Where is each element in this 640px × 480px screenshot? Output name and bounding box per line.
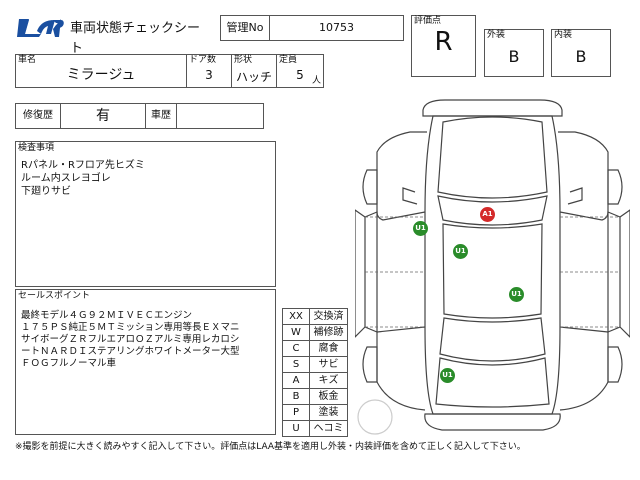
page-title: 車両状態チェックシート [70, 21, 201, 56]
vehicle-history-value [176, 103, 264, 129]
damage-marker-u1[interactable]: U1 [413, 221, 428, 236]
exterior-rating-label: 外装 [487, 30, 506, 40]
legend-code: A [283, 373, 309, 389]
legend-meaning: サビ [310, 357, 347, 373]
capacity-label: 定員 [279, 55, 298, 65]
legend-meaning: 補修跡 [310, 325, 347, 341]
vehicle-name-box: 車名 ミラージュ [15, 54, 187, 88]
management-number-text: 10753 [319, 21, 354, 34]
damage-marker-label: U1 [455, 247, 466, 255]
damage-marker-u1[interactable]: U1 [440, 368, 455, 383]
repair-history-value-text: 有 [96, 108, 110, 124]
doors-box: ドア数 3 [186, 54, 232, 88]
legend-meaning: ヘコミ [313, 423, 344, 434]
vehicle-history-label-text: 車歴 [151, 110, 171, 121]
car-diagram [355, 99, 630, 435]
inspection-box: 検査事項 Rパネル・Rフロア先ヒズミ ルーム内スレヨゴレ 下廻りサビ [15, 141, 276, 287]
capacity-unit: 人 [311, 76, 321, 86]
legend-meaning: キズ [310, 373, 347, 389]
shape-label: 形状 [234, 55, 253, 65]
capacity-value: 5 [296, 68, 304, 82]
legend-meaning: 塗装 [310, 405, 347, 421]
vehicle-name-label: 車名 [18, 55, 37, 65]
damage-marker-label: U1 [442, 371, 453, 379]
legend-code: B [283, 389, 309, 405]
interior-rating-value: B [575, 47, 587, 66]
management-label: 管理No [220, 15, 270, 41]
exterior-rating-value: B [508, 47, 520, 66]
damage-marker-label: U1 [415, 224, 426, 232]
damage-marker-a1[interactable]: A1 [480, 207, 495, 222]
repair-history-label: 修復歴 [15, 103, 61, 129]
inspection-text: Rパネル・Rフロア先ヒズミ ルーム内スレヨゴレ 下廻りサビ [21, 160, 145, 197]
capacity-box: 定員 5 人 [276, 54, 324, 88]
shape-box: 形状 ハッチ [231, 54, 277, 88]
spare-tire-icon [357, 399, 393, 435]
damage-marker-label: A1 [482, 210, 493, 218]
damage-marker-u1[interactable]: U1 [453, 244, 468, 259]
damage-marker-label: U1 [511, 290, 522, 298]
damage-legend-table: XX W C S A B P U 交換済 補修跡 腐食 サビ キズ 板金 塗装 … [282, 308, 348, 437]
legend-code: S [283, 357, 309, 373]
selling-points-box: セールスポイント 最終モデル４Ｇ９２ＭＩＶＥＣエンジン １７５ＰＳ純正５ＭＴミッ… [15, 289, 276, 435]
repair-history-value: 有 [60, 103, 146, 129]
vehicle-name-value: ミラージュ [66, 67, 136, 83]
overall-rating-label: 評価点 [414, 16, 442, 26]
legend-meaning: 板金 [310, 389, 347, 405]
legend-code: U [292, 423, 300, 434]
footer-note: ※撮影を前提に大きく読みやすく記入して下さい。評価点はLAA基準を適用し外装・内… [15, 442, 526, 452]
doors-label: ドア数 [189, 55, 217, 65]
legend-meaning: 交換済 [310, 309, 347, 325]
interior-rating-label: 内装 [554, 30, 573, 40]
management-number: 10753 [269, 15, 404, 41]
legend-meanings: 交換済 補修跡 腐食 サビ キズ 板金 塗装 ヘコミ [310, 309, 347, 436]
legend-meaning: 腐食 [310, 341, 347, 357]
doors-value: 3 [205, 68, 213, 82]
overall-rating-box: 評価点 R [411, 15, 476, 77]
overall-rating-value: R [434, 27, 453, 57]
vehicle-history-label: 車歴 [145, 103, 177, 129]
legend-divider [309, 309, 310, 436]
repair-history-label-text: 修復歴 [23, 110, 53, 121]
legend-code: W [283, 325, 309, 341]
exterior-rating-box: 外装 B [484, 29, 544, 77]
interior-rating-box: 内装 B [551, 29, 611, 77]
logo-mark [15, 17, 65, 40]
shape-value: ハッチ [235, 70, 272, 84]
management-label-text: 管理No [226, 21, 264, 34]
selling-points-text: 最終モデル４Ｇ９２ＭＩＶＥＣエンジン １７５ＰＳ純正５ＭＴミッション専用等長ＥＸ… [21, 310, 240, 369]
legend-codes: XX W C S A B P U [283, 309, 309, 436]
selling-points-label: セールスポイント [18, 291, 91, 301]
inspection-label: 検査事項 [18, 143, 55, 153]
damage-marker-u1[interactable]: U1 [509, 287, 524, 302]
legend-code: XX [283, 309, 309, 325]
legend-code: P [283, 405, 309, 421]
legend-code: C [283, 341, 309, 357]
